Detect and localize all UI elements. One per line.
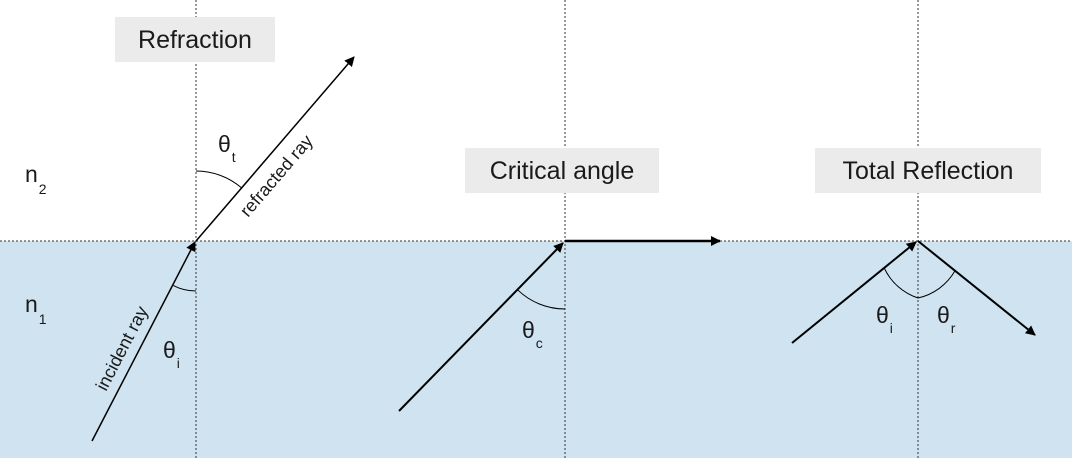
refracted-angle-arc bbox=[195, 170, 242, 189]
angle-theta-t: θt bbox=[218, 131, 236, 165]
reflection-title-box bbox=[815, 148, 1041, 193]
refraction-title-box bbox=[115, 17, 275, 62]
reflected-ray bbox=[917, 240, 1036, 336]
critical-angle-arc bbox=[517, 289, 566, 310]
refracted-ray-label: refracted ray bbox=[236, 131, 317, 221]
critical-incident-ray bbox=[398, 242, 564, 412]
upper-medium-label: n2 bbox=[25, 161, 47, 197]
refraction-title: Refraction bbox=[138, 26, 252, 54]
critical-title-box bbox=[465, 148, 659, 193]
refracted-ray bbox=[195, 56, 355, 242]
angle-theta-c: θc bbox=[522, 317, 543, 351]
lower-medium-label: n1 bbox=[25, 291, 47, 327]
critical-title: Critical angle bbox=[490, 157, 635, 185]
reflection-angle-arc bbox=[883, 268, 956, 299]
angle-theta-r: θr bbox=[937, 302, 956, 336]
incident-ray bbox=[91, 241, 196, 442]
reflection-incident-ray bbox=[791, 241, 917, 344]
reflection-title: Total Reflection bbox=[843, 157, 1014, 185]
angle-theta-i-refraction: θi bbox=[163, 337, 180, 371]
angle-theta-i-reflection: θi bbox=[876, 302, 893, 336]
incident-angle-arc bbox=[172, 284, 197, 292]
lower-medium-region bbox=[0, 241, 1072, 458]
